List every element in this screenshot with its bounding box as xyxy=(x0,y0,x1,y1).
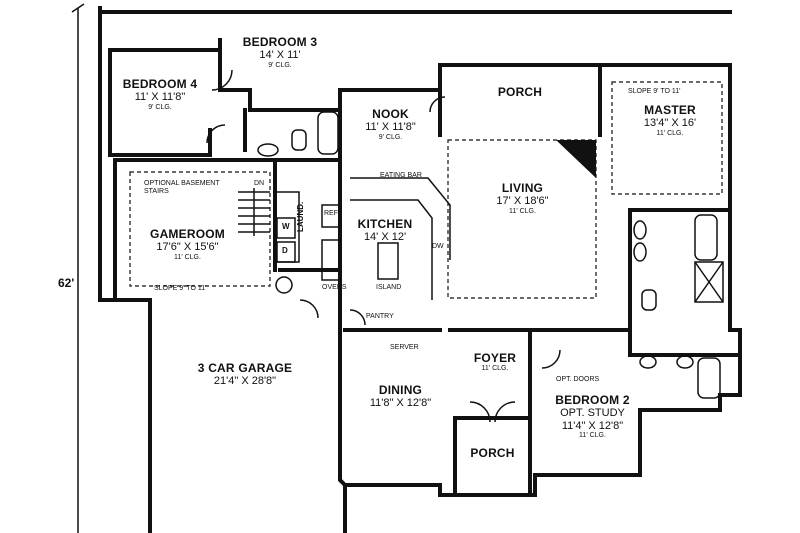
room-ceiling: 11' CLG. xyxy=(481,365,509,373)
laundry-label: LAUND. xyxy=(296,201,305,232)
room-subtitle: OPT. STUDY xyxy=(560,407,625,420)
room-name: FOYER xyxy=(473,351,517,365)
room-name: MASTER xyxy=(644,103,696,117)
water-heater xyxy=(275,276,293,294)
room-dims: 11'4" X 12'8" xyxy=(561,419,624,432)
room-master: MASTER 13'4" X 16' 11' CLG. xyxy=(620,103,720,138)
room-ceiling: 11' CLG. xyxy=(656,129,684,137)
room-dims: 11'8" X 12'8" xyxy=(369,397,432,410)
opt-doors-label: OPT. DOORS xyxy=(556,376,600,383)
room-dims: 17' X 18'6" xyxy=(496,195,549,208)
room-porch-front: PORCH xyxy=(460,446,525,460)
room-dims: 11' X 11'8" xyxy=(365,121,416,134)
eating-bar-label: EATING BAR xyxy=(380,172,422,179)
room-name: 3 CAR GARAGE xyxy=(197,361,293,375)
room-ceiling: 9' CLG. xyxy=(268,61,292,69)
washer xyxy=(276,217,296,239)
server-label: SERVER xyxy=(390,344,419,351)
basement-stairs-note: OPTIONAL BASEMENT STAIRS xyxy=(144,180,220,195)
room-ceiling: 11' CLG. xyxy=(579,432,606,440)
overall-dimension: 62' xyxy=(58,276,75,290)
room-bedroom-3: BEDROOM 3 14' X 11' 9' CLG. xyxy=(230,35,330,70)
fireplace xyxy=(556,140,596,178)
refrigerator xyxy=(321,204,341,228)
room-gameroom: GAMEROOM 17'6" X 15'6" 11' CLG. xyxy=(140,227,235,262)
toilet xyxy=(291,129,307,151)
master-slope-note: SLOPE 9' TO 11' xyxy=(628,88,681,95)
room-dims: 14' X 11' xyxy=(259,49,301,62)
room-name: BEDROOM 2 xyxy=(555,393,630,407)
room-ceiling: 9' CLG. xyxy=(378,133,403,141)
tub xyxy=(317,111,339,155)
stairs-dn-label: DN xyxy=(254,180,265,187)
room-nook: NOOK 11' X 11'8" 9' CLG. xyxy=(348,107,433,142)
dw-label: DW xyxy=(432,243,444,250)
room-dims: 14' X 12' xyxy=(363,231,407,244)
gameroom-slope-note: SLOPE 9' TO 11' xyxy=(154,285,207,292)
room-ceiling: 11' CLG. xyxy=(509,207,536,215)
door-swings xyxy=(206,69,561,423)
room-dims: 21'4" X 28'8" xyxy=(213,375,277,388)
dryer xyxy=(276,241,296,263)
room-bedroom-4: BEDROOM 4 11' X 11'8" 9' CLG. xyxy=(115,77,205,112)
room-name: PORCH xyxy=(497,85,543,99)
room-dims: 11' X 11'8" xyxy=(134,91,186,104)
master-shower xyxy=(694,261,724,303)
sink xyxy=(257,143,279,157)
master-tub xyxy=(694,214,718,261)
room-dining: DINING 11'8" X 12'8" xyxy=(358,383,443,410)
room-kitchen: KITCHEN 14' X 12' xyxy=(350,217,420,244)
room-porch-back: PORCH xyxy=(480,85,560,99)
exterior-walls xyxy=(98,6,742,533)
room-ceiling: 11' CLG. xyxy=(174,253,201,261)
room-living: LIVING 17' X 18'6" 11' CLG. xyxy=(475,181,570,216)
room-garage: 3 CAR GARAGE 21'4" X 28'8" xyxy=(190,361,300,388)
room-name: NOOK xyxy=(372,107,409,121)
gameroom-ceiling-outline xyxy=(129,171,271,287)
room-name: BEDROOM 4 xyxy=(122,77,198,91)
master-ceiling-outline xyxy=(611,81,723,195)
room-name: DINING xyxy=(378,383,423,397)
kitchen-island xyxy=(377,242,399,280)
dryer-label: D xyxy=(282,246,288,255)
room-name: LIVING xyxy=(501,181,544,195)
room-dims: 17'6" X 15'6" xyxy=(156,241,219,254)
room-foyer: FOYER 11' CLG. xyxy=(460,351,530,373)
basement-stairs xyxy=(238,188,270,236)
room-bedroom-2: BEDROOM 2 OPT. STUDY 11'4" X 12'8" 11' C… xyxy=(545,393,640,440)
living-ceiling-outline xyxy=(447,139,597,299)
room-name: BEDROOM 3 xyxy=(242,35,318,49)
ref-label: REF xyxy=(324,210,338,217)
room-name: PORCH xyxy=(470,446,515,460)
pantry-label: PANTRY xyxy=(366,313,394,320)
room-name: GAMEROOM xyxy=(150,227,225,241)
island-label: ISLAND xyxy=(376,284,402,291)
ovens-label: OVENS xyxy=(322,284,347,291)
room-dims: 13'4" X 16' xyxy=(643,117,697,130)
bath2-tub xyxy=(697,357,721,399)
room-ceiling: 9' CLG. xyxy=(148,103,172,111)
washer-label: W xyxy=(282,222,290,231)
range xyxy=(321,239,341,281)
room-name: KITCHEN xyxy=(357,217,413,231)
